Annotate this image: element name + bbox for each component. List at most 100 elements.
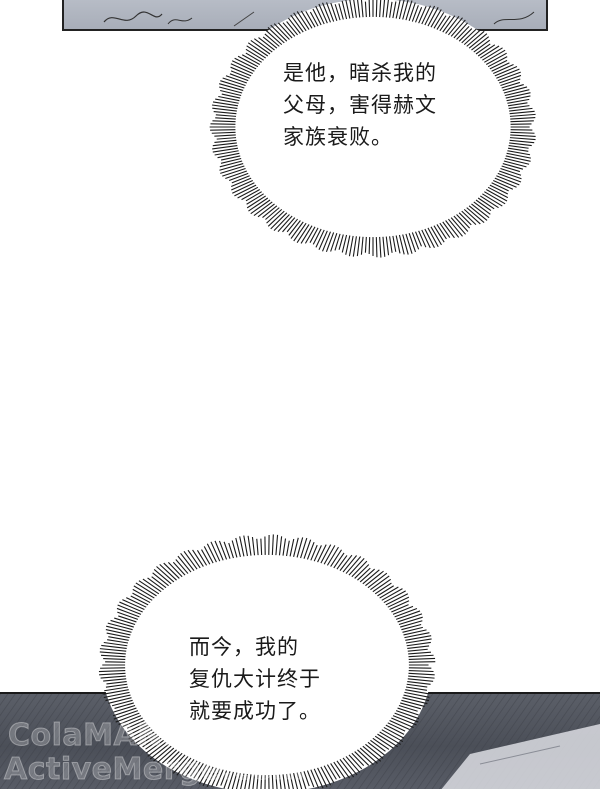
burst-spike xyxy=(382,0,386,18)
burst-spike xyxy=(278,536,283,556)
burst-spike xyxy=(117,604,142,615)
burst-spike xyxy=(114,702,134,709)
burst-spike xyxy=(245,48,264,61)
burst-spike xyxy=(389,236,393,253)
burst-spike xyxy=(408,657,436,661)
burst-spike xyxy=(277,215,293,232)
burst-spike xyxy=(352,236,357,257)
burst-spike xyxy=(357,0,361,18)
burst-spike xyxy=(271,534,274,556)
burst-spike xyxy=(306,770,315,788)
burst-spike xyxy=(471,36,490,51)
burst-spike xyxy=(374,582,392,595)
burst-spike xyxy=(408,654,434,658)
burst-spike xyxy=(362,569,380,585)
burst-spike xyxy=(392,1,397,19)
burst-spike xyxy=(260,538,263,556)
burst-spike xyxy=(99,672,126,676)
burst-spike xyxy=(407,680,431,685)
burst-spike xyxy=(223,541,231,559)
burst-spike xyxy=(507,150,531,156)
burst-spike xyxy=(229,73,249,82)
burst-spike xyxy=(212,142,237,147)
burst-spike xyxy=(211,768,221,787)
burst-spike xyxy=(237,186,259,199)
burst-spike xyxy=(217,152,240,159)
burst-spike xyxy=(223,771,231,789)
burst-spike xyxy=(142,735,160,748)
burst-spike xyxy=(489,184,509,195)
burst-spike xyxy=(265,207,280,220)
burst-spike xyxy=(132,592,151,604)
burst-spike xyxy=(300,225,313,244)
burst-spike xyxy=(177,555,192,573)
burst-spike xyxy=(389,719,410,730)
burst-spike xyxy=(475,43,491,55)
burst-spike xyxy=(468,205,488,221)
burst-spike xyxy=(482,193,503,207)
burst-spike xyxy=(323,545,336,565)
burst-spike xyxy=(345,756,361,773)
burst-spike xyxy=(215,117,236,120)
burst-spike xyxy=(405,638,432,644)
burst-spike xyxy=(118,615,137,623)
burst-spike xyxy=(214,134,236,137)
burst-spike xyxy=(510,134,536,137)
burst-spike xyxy=(220,165,245,174)
burst-spike xyxy=(288,220,301,236)
burst-spike xyxy=(489,59,508,70)
burst-spike xyxy=(402,626,423,633)
burst-spike xyxy=(231,179,253,191)
burst-spike xyxy=(260,774,263,789)
burst-spike xyxy=(219,83,244,91)
burst-spike xyxy=(500,78,521,87)
burst-spike xyxy=(392,235,397,252)
burst-spike xyxy=(253,201,273,217)
burst-spike xyxy=(322,2,331,23)
burst-spike xyxy=(360,0,364,18)
burst-spike xyxy=(99,648,127,652)
burst-spike xyxy=(395,610,421,620)
burst-spike xyxy=(323,765,335,783)
burst-spike xyxy=(466,30,485,47)
burst-spike xyxy=(415,231,422,247)
burst-spike xyxy=(267,210,285,227)
burst-spike xyxy=(230,63,253,75)
burst-spike xyxy=(286,218,299,233)
burst-spike xyxy=(195,764,208,782)
burst-spike xyxy=(290,221,304,239)
burst-spike xyxy=(408,675,435,679)
burst-spike xyxy=(501,165,521,173)
burst-spike xyxy=(424,5,436,26)
burst-spike xyxy=(101,644,127,650)
burst-spike xyxy=(103,658,126,661)
burst-spike xyxy=(375,237,378,258)
burst-spike xyxy=(491,182,509,192)
burst-spike xyxy=(502,84,524,91)
burst-spike xyxy=(411,232,420,250)
burst-spike xyxy=(247,42,269,57)
burst-spike xyxy=(510,120,534,123)
burst-spike xyxy=(132,588,153,601)
burst-spike xyxy=(506,152,531,159)
burst-spike xyxy=(383,726,405,739)
burst-spike xyxy=(103,689,129,695)
burst-spike xyxy=(415,7,423,23)
burst-spike xyxy=(180,759,195,777)
burst-spike xyxy=(135,582,157,597)
burst-spike xyxy=(270,24,288,42)
burst-spike xyxy=(180,552,195,571)
burst-spike xyxy=(103,691,130,699)
burst-spike xyxy=(379,731,402,745)
burst-spike xyxy=(315,229,325,248)
burst-spike xyxy=(360,236,364,255)
burst-spike xyxy=(122,717,143,728)
burst-spike xyxy=(172,561,186,576)
burst-spike xyxy=(485,52,507,65)
burst-spike xyxy=(218,540,228,560)
burst-spike xyxy=(159,563,177,581)
burst-spike xyxy=(312,8,322,26)
burst-spike xyxy=(338,234,344,250)
burst-spike xyxy=(345,556,362,574)
burst-spike xyxy=(108,636,129,641)
